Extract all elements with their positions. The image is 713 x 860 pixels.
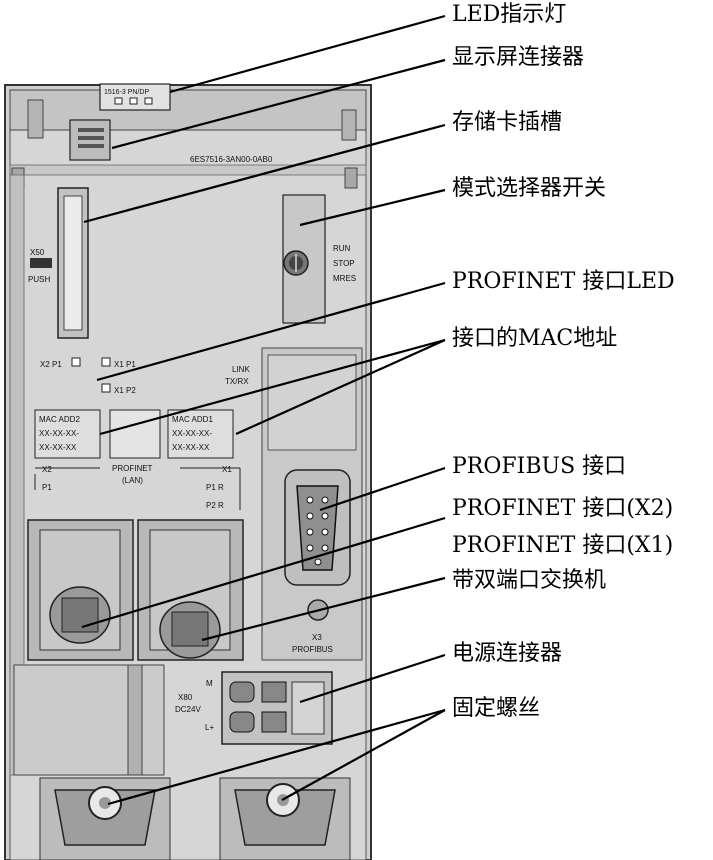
link-label: LINK (232, 365, 250, 374)
mac1-title: MAC ADD1 (172, 415, 213, 424)
led-x1p1-label: X1 P1 (114, 360, 136, 369)
profinet-port-x1 (138, 520, 243, 660)
profinet-port-x2 (28, 520, 133, 660)
port-p1-label: P1 (42, 483, 52, 492)
profinet-label: PROFINET (112, 464, 153, 473)
mac2-line2: XX-XX-XX (39, 443, 77, 452)
push-label: PUSH (28, 275, 50, 284)
mac-address-2: MAC ADD2 XX-XX-XX- XX-XX-XX (35, 410, 100, 458)
callout-profinet-x1: PROFINET 接口(X1) (452, 535, 673, 557)
memory-card-slot (58, 188, 88, 338)
callout-power-connector: 电源连接器 (452, 643, 562, 665)
display-connector (70, 120, 110, 160)
mode-selector-switch (283, 195, 325, 323)
mac-label-blank (110, 410, 160, 458)
led-x2p1-label: X2 P1 (40, 360, 62, 369)
port-p2r-label: P2 R (206, 501, 224, 510)
port-p1r-label: P1 R (206, 483, 224, 492)
power-connector (222, 672, 332, 744)
callout-fixing-screw: 固定螺丝 (452, 698, 540, 720)
profibus-x3-label: X3 (312, 633, 322, 642)
led-indicator-panel: 1516-3 PN/DP (100, 84, 170, 110)
lower-divider (128, 665, 142, 775)
mac-address-1: MAC ADD1 XX-XX-XX- XX-XX-XX (168, 410, 233, 458)
mode-run-label: RUN (333, 244, 351, 253)
lan-label: (LAN) (122, 476, 143, 485)
callout-led-indicator: LED指示灯 (452, 4, 566, 26)
card-slot-label: X50 (30, 248, 45, 257)
mac1-line1: XX-XX-XX- (172, 429, 212, 438)
mac2-line1: XX-XX-XX- (39, 429, 79, 438)
power-m-label: M (206, 679, 213, 688)
callout-mac-address: 接口的MAC地址 (452, 328, 617, 350)
callout-profinet-x2: PROFINET 接口(X2) (452, 498, 673, 520)
callout-display-connector: 显示屏连接器 (452, 47, 584, 69)
callout-profinet-led: PROFINET 接口LED (452, 271, 675, 293)
power-x80-label: X80 (178, 693, 193, 702)
right-panel-upper (268, 355, 356, 450)
callout-profibus: PROFIBUS 接口 (452, 456, 626, 478)
order-number-label: 6ES7516-3AN00-0AB0 (190, 155, 273, 164)
txrx-label: TX/RX (225, 377, 249, 386)
model-short-label: 1516-3 PN/DP (104, 89, 149, 96)
callout-dual-port-switch: 带双端口交换机 (452, 570, 606, 592)
port-x2-label: X2 (42, 465, 52, 474)
power-l-label: L+ (205, 723, 214, 732)
mac2-title: MAC ADD2 (39, 415, 80, 424)
port-x1-label: X1 (222, 465, 232, 474)
callout-mode-selector: 模式选择器开关 (452, 178, 606, 200)
mac1-line2: XX-XX-XX (172, 443, 210, 452)
profibus-label: PROFIBUS (292, 645, 333, 654)
mode-mres-label: MRES (333, 274, 356, 283)
power-dc24v-label: DC24V (175, 705, 201, 714)
callout-memory-card-slot: 存储卡插槽 (452, 112, 562, 134)
mode-stop-label: STOP (333, 259, 355, 268)
sd-icon (30, 258, 52, 268)
led-x1p2-label: X1 P2 (114, 386, 136, 395)
